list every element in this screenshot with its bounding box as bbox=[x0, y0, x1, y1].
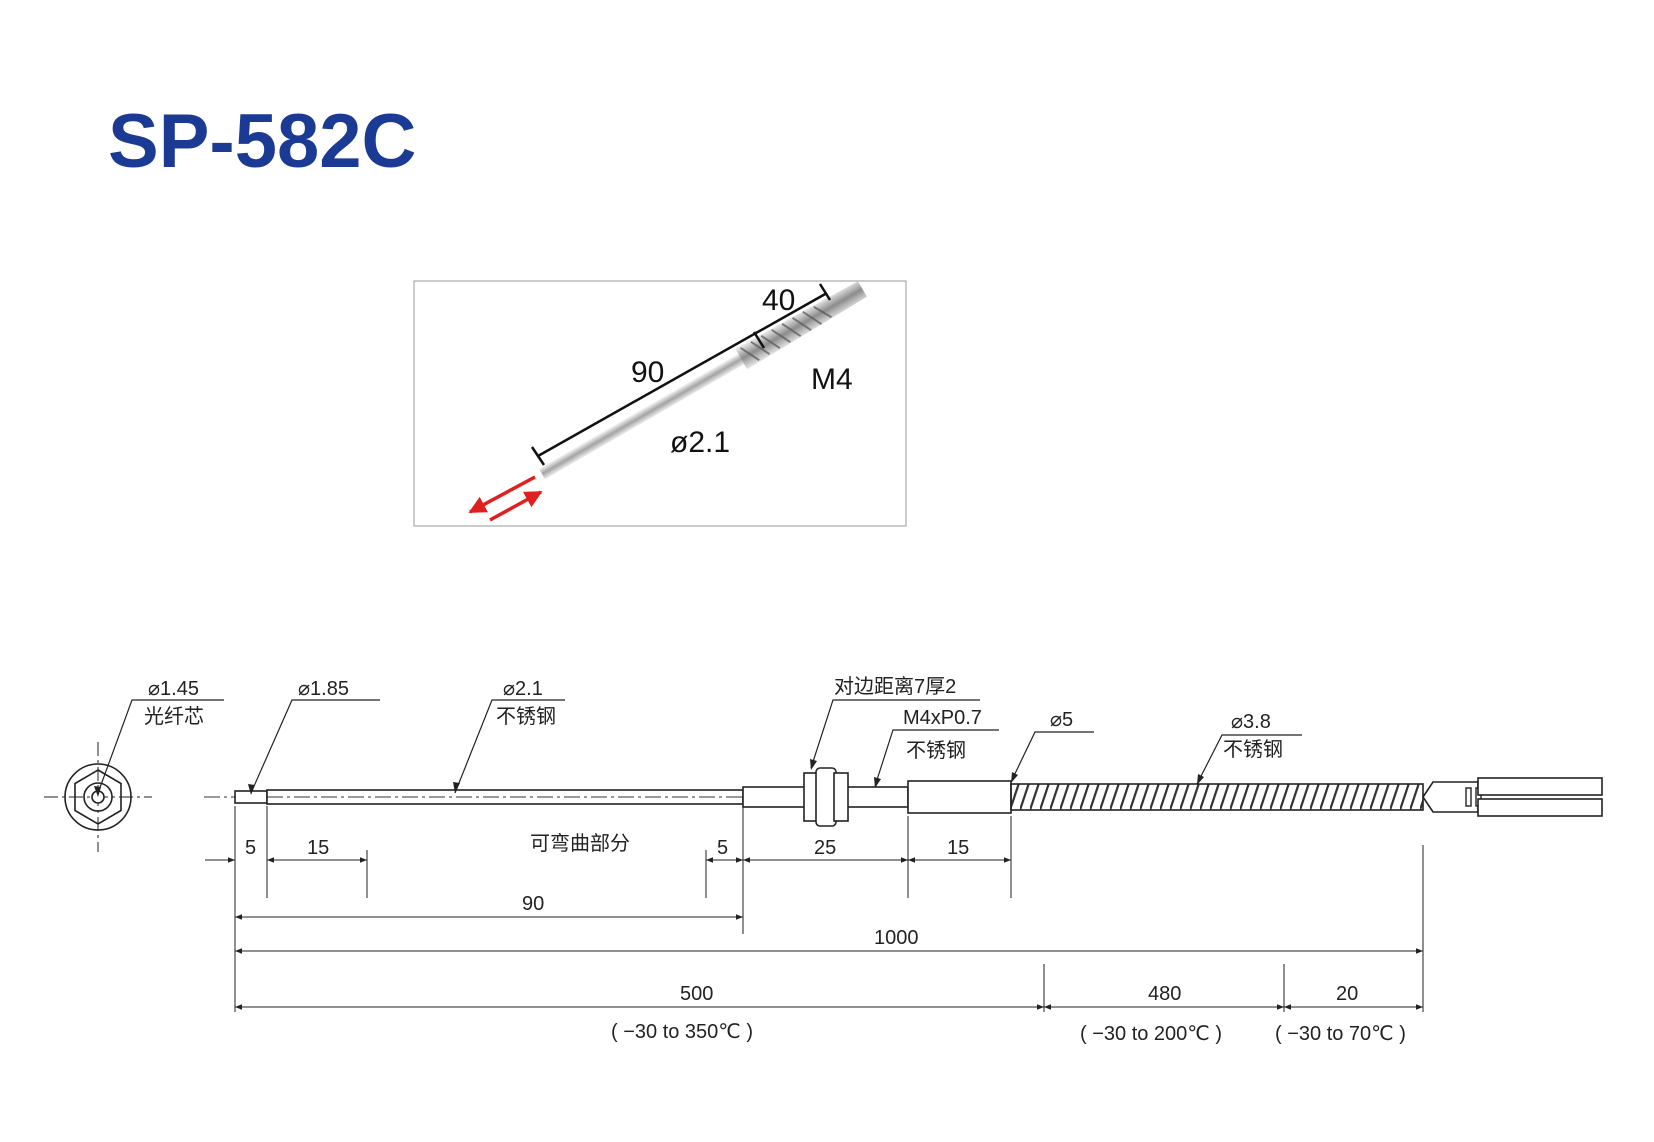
dim-500: 500 bbox=[680, 983, 713, 1005]
dim-20: 20 bbox=[1336, 983, 1358, 1005]
dimension-lines bbox=[205, 857, 1423, 1010]
sleeve-diameter-label: ⌀5 bbox=[1050, 709, 1073, 731]
dim-bendable-label: 可弯曲部分 bbox=[530, 832, 630, 855]
product-photo: 90 40 M4 ø2.1 bbox=[413, 280, 907, 527]
extension-lines bbox=[234, 806, 1424, 1012]
dim-15-b: 15 bbox=[947, 837, 969, 859]
dim-5-b: 5 bbox=[717, 837, 728, 859]
photo-thread-label: M4 bbox=[811, 363, 853, 396]
callout-leader-arrows bbox=[94, 759, 1204, 797]
nut-label: 对边距离7厚2 bbox=[834, 675, 956, 698]
thread-material-label: 不锈钢 bbox=[906, 739, 966, 762]
side-view bbox=[204, 767, 1603, 827]
dim-1000: 1000 bbox=[874, 927, 919, 949]
tube-material-label: 不锈钢 bbox=[496, 705, 556, 728]
probe-photo bbox=[539, 281, 867, 480]
receive-arrow bbox=[489, 490, 543, 522]
temp-range-1: ( −30 to 350℃ ) bbox=[611, 1021, 753, 1043]
thread-label: M4xP0.7 bbox=[903, 707, 982, 729]
tip-diameter-label: ⌀1.85 bbox=[298, 678, 349, 700]
dim-5-tip: 5 bbox=[245, 837, 256, 859]
photo-length-90: 90 bbox=[631, 356, 664, 389]
page-title: SP-582C bbox=[108, 99, 417, 184]
callout-leaders bbox=[97, 699, 1302, 794]
cable-diameter-label: ⌀3.8 bbox=[1231, 711, 1271, 733]
core-diameter-label: ⌀1.45 bbox=[148, 678, 199, 700]
temp-range-2: ( −30 to 200℃ ) bbox=[1080, 1023, 1222, 1045]
cable-material-label: 不锈钢 bbox=[1223, 738, 1283, 761]
photo-diameter-label: ø2.1 bbox=[670, 426, 730, 459]
dim-15-a: 15 bbox=[307, 837, 329, 859]
emit-arrow bbox=[468, 475, 536, 514]
photo-length-40: 40 bbox=[762, 284, 795, 317]
dim-480: 480 bbox=[1148, 983, 1181, 1005]
tube-diameter-label: ⌀2.1 bbox=[503, 678, 543, 700]
core-label: 光纤芯 bbox=[144, 705, 204, 728]
dim-90: 90 bbox=[522, 893, 544, 915]
dim-25: 25 bbox=[814, 837, 836, 859]
temp-range-3: ( −30 to 70℃ ) bbox=[1275, 1023, 1406, 1045]
